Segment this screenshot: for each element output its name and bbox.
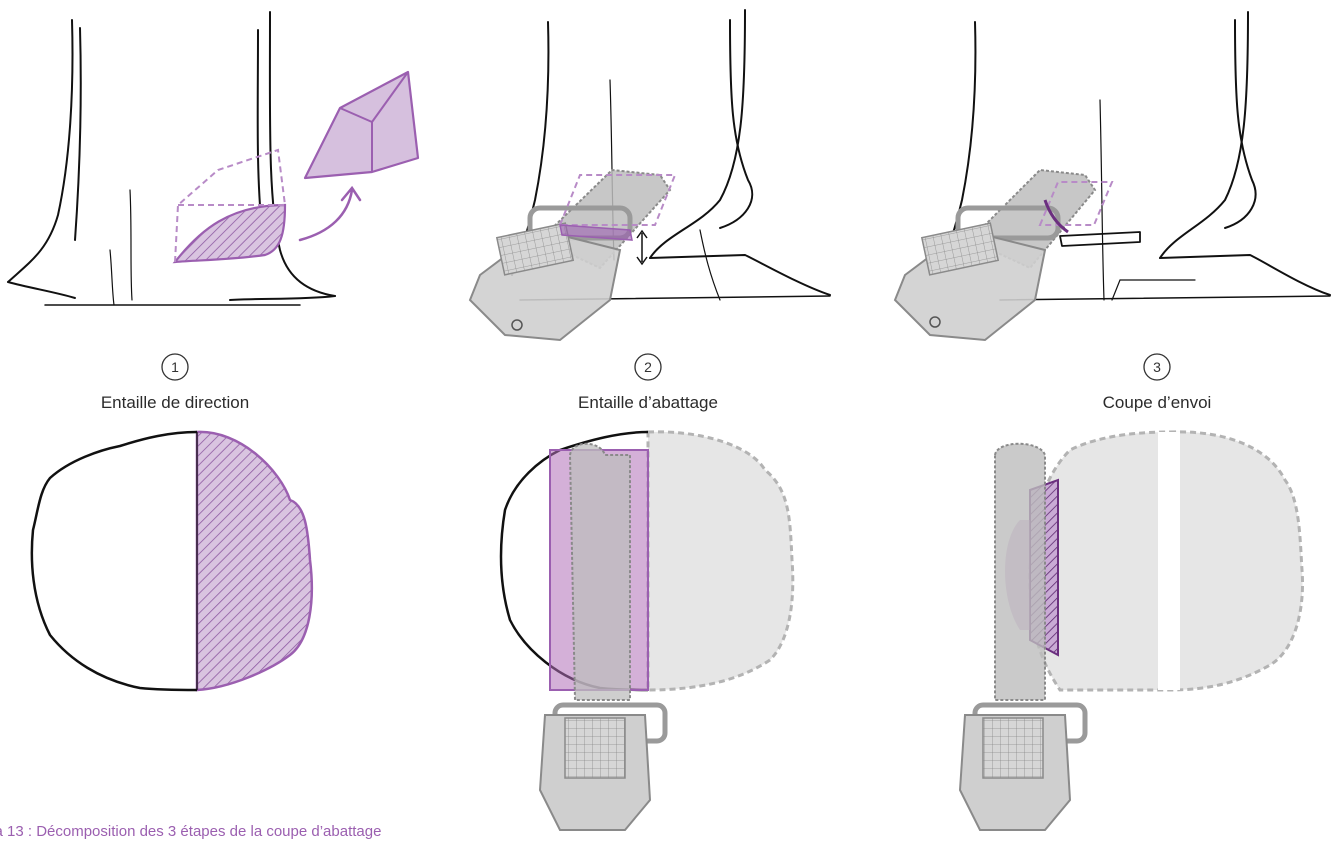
step2-chainsaw-icon <box>470 170 670 340</box>
figure-caption: ma 13 : Décomposition des 3 étapes de la… <box>0 823 381 840</box>
step1-arrow-icon <box>300 188 360 240</box>
step2-height-arrow-icon <box>637 231 647 264</box>
step3-number: 3 <box>1153 359 1161 375</box>
step3-label: Coupe d’envoi <box>1103 393 1212 412</box>
step1-number: 1 <box>171 359 179 375</box>
step3-chainsaw-icon <box>895 170 1095 340</box>
step2-number: 2 <box>644 359 652 375</box>
step3-marker: 3 <box>1144 354 1170 380</box>
step1-stump-section <box>32 432 312 690</box>
step2-label: Entaille d’abattage <box>578 393 718 412</box>
step1-label: Entaille de direction <box>101 393 249 412</box>
step1-notch-wedge <box>175 150 285 262</box>
step1-removed-wedge <box>305 72 418 178</box>
step1-marker: 1 <box>162 354 188 380</box>
step2-marker: 2 <box>635 354 661 380</box>
step1-trunk-illustration <box>8 12 335 305</box>
step2-stump-section <box>501 432 793 830</box>
step3-stump-section <box>960 432 1303 830</box>
